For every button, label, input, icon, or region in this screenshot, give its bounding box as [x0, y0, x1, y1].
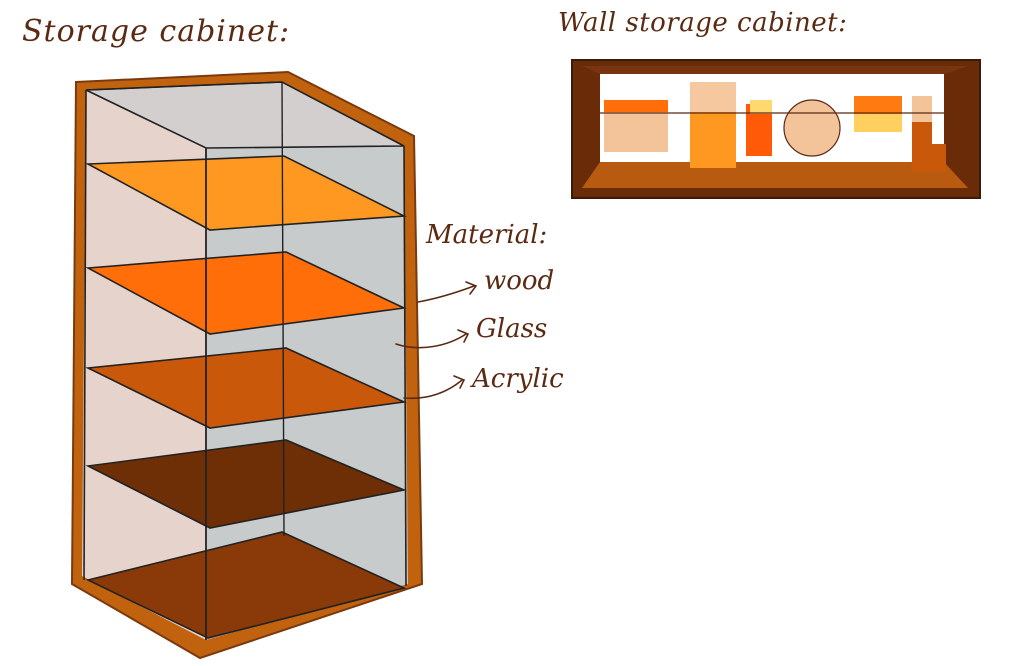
material-acrylic: Acrylic [472, 364, 564, 394]
material-glass: Glass [476, 314, 548, 344]
material-wood: wood [484, 266, 555, 296]
edge-back [281, 81, 285, 537]
wall-storage-cabinet [571, 59, 981, 199]
storage-cabinet-title: Storage cabinet: [22, 14, 291, 49]
wall-storage-cabinet-title: Wall storage cabinet: [558, 8, 848, 38]
arrow-glass [395, 333, 467, 349]
shelf-3 [85, 347, 407, 429]
wall-cabinet-ceiling [582, 66, 968, 74]
wall-cabinet-floor [582, 162, 968, 188]
arrow-wood [417, 285, 475, 303]
edge-top [85, 81, 283, 91]
shelf-4 [85, 439, 407, 529]
storage-cabinet [70, 70, 424, 660]
edge-left [83, 89, 87, 581]
arrow-acrylic [403, 379, 463, 400]
cabinet-base [85, 531, 407, 639]
edge-right [403, 145, 407, 587]
wall-item-ball [783, 99, 841, 157]
material-arrows [395, 281, 478, 400]
material-title: Material: [426, 220, 548, 250]
